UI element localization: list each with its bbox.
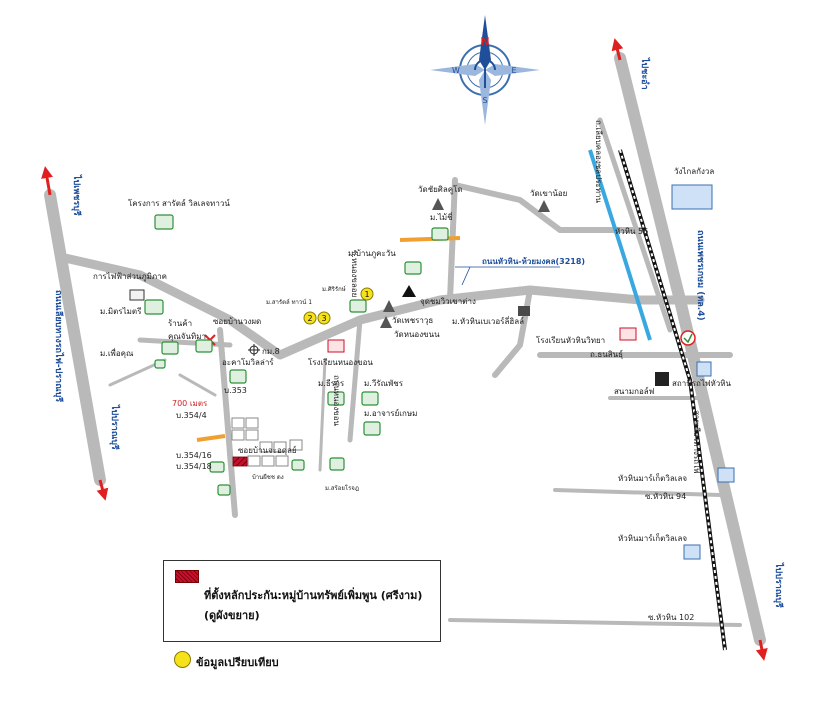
- place-shop: ร้านค้า: [168, 319, 193, 328]
- place-ban-sw: บ้านผืชช ดง: [252, 474, 284, 481]
- place-wat-nong: วัดหนองขนน: [394, 330, 440, 339]
- compare-dot-icon: [174, 651, 191, 668]
- compare-marker-2-label: 2: [307, 314, 312, 323]
- place-wat-phet: วัดเพชราวุธ: [392, 316, 434, 325]
- place-school1: โรงเรียนหนองขอน: [308, 358, 373, 367]
- highway-left-arrow-bottom: [96, 479, 109, 501]
- soi-56-label: หัวหิน 56: [615, 227, 649, 236]
- legend-compare-label: ข้อมูลเปรียบเทียบ: [196, 656, 279, 669]
- place-b354-16: บ.354/16: [176, 451, 212, 460]
- place-m-small: ม.สร้อยโรจฎ: [325, 485, 359, 492]
- place-m-huahin-bay: ม.หัวหินเบเวอร์ลี่ฮิลล์: [452, 317, 525, 326]
- compare-markers: [303, 287, 374, 325]
- compass-n: N: [480, 35, 489, 48]
- place-wat-khao-noi: วัดเขาน้อย: [530, 189, 568, 198]
- place-m-wiraphan: ม.วีรัณพัชร: [364, 379, 404, 388]
- soi-thammasin-label: ถ.ธนสินธุ์: [590, 350, 623, 359]
- highway-left-road-label: ถนนเลียบทางรถไฟ-ปราณบุรี: [53, 290, 63, 403]
- soi-94-label: ซ.หัวหิน 94: [645, 492, 687, 501]
- place-m-archarn: ม.อาจารย์เกษม: [364, 409, 418, 418]
- place-m-phukha: ม.บ้านภูคะวัน: [348, 249, 396, 258]
- highway-left: [44, 189, 106, 486]
- highway-left-bottom-label: ไปปราณบุรี: [109, 405, 119, 450]
- km-marker-icon: [248, 344, 260, 356]
- place-km8: กม.8: [262, 347, 280, 356]
- place-phuenkhun: ม.เพื่อคุณ: [100, 349, 134, 358]
- main-road-callout-pointer: [461, 266, 471, 286]
- highway-right-arrow-bottom: [755, 639, 768, 661]
- legend-box: ที่ตั้งหลักประกัน:หมู่บ้านทรัพย์เพิ่มพูน…: [163, 560, 441, 642]
- soi-jamroen-label: ซอยบ้านจะอดุลย์: [238, 446, 297, 455]
- place-mitr: ม.มิตรไมตรี: [100, 307, 142, 316]
- village-icons: [144, 214, 449, 496]
- compare-marker-1: [360, 287, 374, 301]
- compare-marker-3: [317, 311, 331, 325]
- place-chedi: จุดชมวิวเขาต่าง: [420, 297, 476, 306]
- road-network: [60, 117, 742, 627]
- place-m-maisri: ม.ไม้ชี่: [430, 213, 453, 222]
- place-electricity: การไฟฟ้าส่วนภูมิภาค: [93, 272, 167, 281]
- legend-collateral-line2: (ดูผังขยาย): [204, 609, 260, 622]
- collateral-location: [232, 456, 248, 467]
- highway-left-arrow-top: [41, 166, 53, 196]
- compare-marker-3-label: 3: [321, 314, 326, 323]
- place-m-thirakon: ม.ธีรกร: [318, 379, 345, 388]
- compass-s: S: [482, 96, 487, 105]
- soi-marker-north: [399, 236, 461, 242]
- place-palace: วังไกลกังวล: [674, 167, 715, 176]
- highway-right-bottom-label: ไปปราณบุรี: [773, 563, 783, 608]
- place-school2: โรงเรียนหัวหินวิทยา: [536, 336, 606, 345]
- place-b354-18: บ.354/18: [176, 462, 212, 471]
- place-b354-4: บ.354/4: [176, 411, 207, 420]
- viewpoint-triangle-icon: [402, 285, 416, 297]
- soi-marker-south: [196, 434, 226, 442]
- compass-e: E: [511, 66, 516, 75]
- highway-right-top-label: ไปชะอำ: [639, 58, 649, 90]
- highway-left-top-label: ไปเพชรบุรี: [71, 175, 81, 216]
- highway-right-road-label: ถนนเพชรเกษม (ทล.4): [695, 230, 705, 321]
- place-m-sarat-town: ม.สารัตล์ ทาวน์ 1: [266, 299, 313, 306]
- compass-rose: [430, 15, 540, 125]
- compare-marker-2: [303, 311, 317, 325]
- place-golf: สนามกอล์ฟ: [614, 387, 655, 396]
- place-wat-sri: วัดชัยศิลคูโด: [418, 185, 463, 194]
- place-market2: หัวหินมาร์เก็ตวิลเลจ: [618, 534, 688, 543]
- railway: [618, 149, 727, 651]
- compass-w: W: [452, 66, 460, 75]
- soi-102-label: ซ.หัวหิน 102: [648, 613, 695, 622]
- distance-label: 700 เมตร: [172, 399, 208, 408]
- subdivision-grid: [231, 417, 303, 467]
- temple-icons: [380, 198, 550, 328]
- highway-right-arrow-top: [611, 38, 624, 61]
- place-khunchan: คุณจันทิมา: [168, 332, 206, 341]
- compare-marker-1-label: 1: [364, 290, 369, 299]
- collateral-swatch: [175, 570, 199, 583]
- main-road-label: ถนนหัวหิน-ห้วยมงคล(3218): [482, 257, 586, 266]
- soi-ban-phang-label: ซอยบ้านวงผด: [213, 317, 262, 326]
- place-mai-ming: อะคาโมวิลล่าร์: [222, 358, 274, 367]
- place-station: สถานีรถไฟหัวหิน: [672, 379, 732, 388]
- canal: [588, 149, 652, 341]
- place-sirarat: โครงการ สารัตล์ วิลเลจทาวน์: [128, 199, 230, 208]
- legend-collateral-line1: ที่ตั้งหลักประกัน:หมู่บ้านทรัพย์เพิ่มพูน…: [204, 589, 423, 602]
- place-m-sirirat: ม.ศิริรักษ์: [322, 286, 346, 293]
- place-b353: บ.353: [224, 386, 247, 395]
- building-icons: [129, 184, 735, 560]
- place-market1: หัวหินมาร์เก็ตวิลเลจ: [618, 474, 688, 483]
- rail-line-label: สายเดียวทางรถไฟ: [692, 410, 701, 474]
- canal-road-label: ถ.เลียบคลองชลประทาน: [594, 120, 603, 203]
